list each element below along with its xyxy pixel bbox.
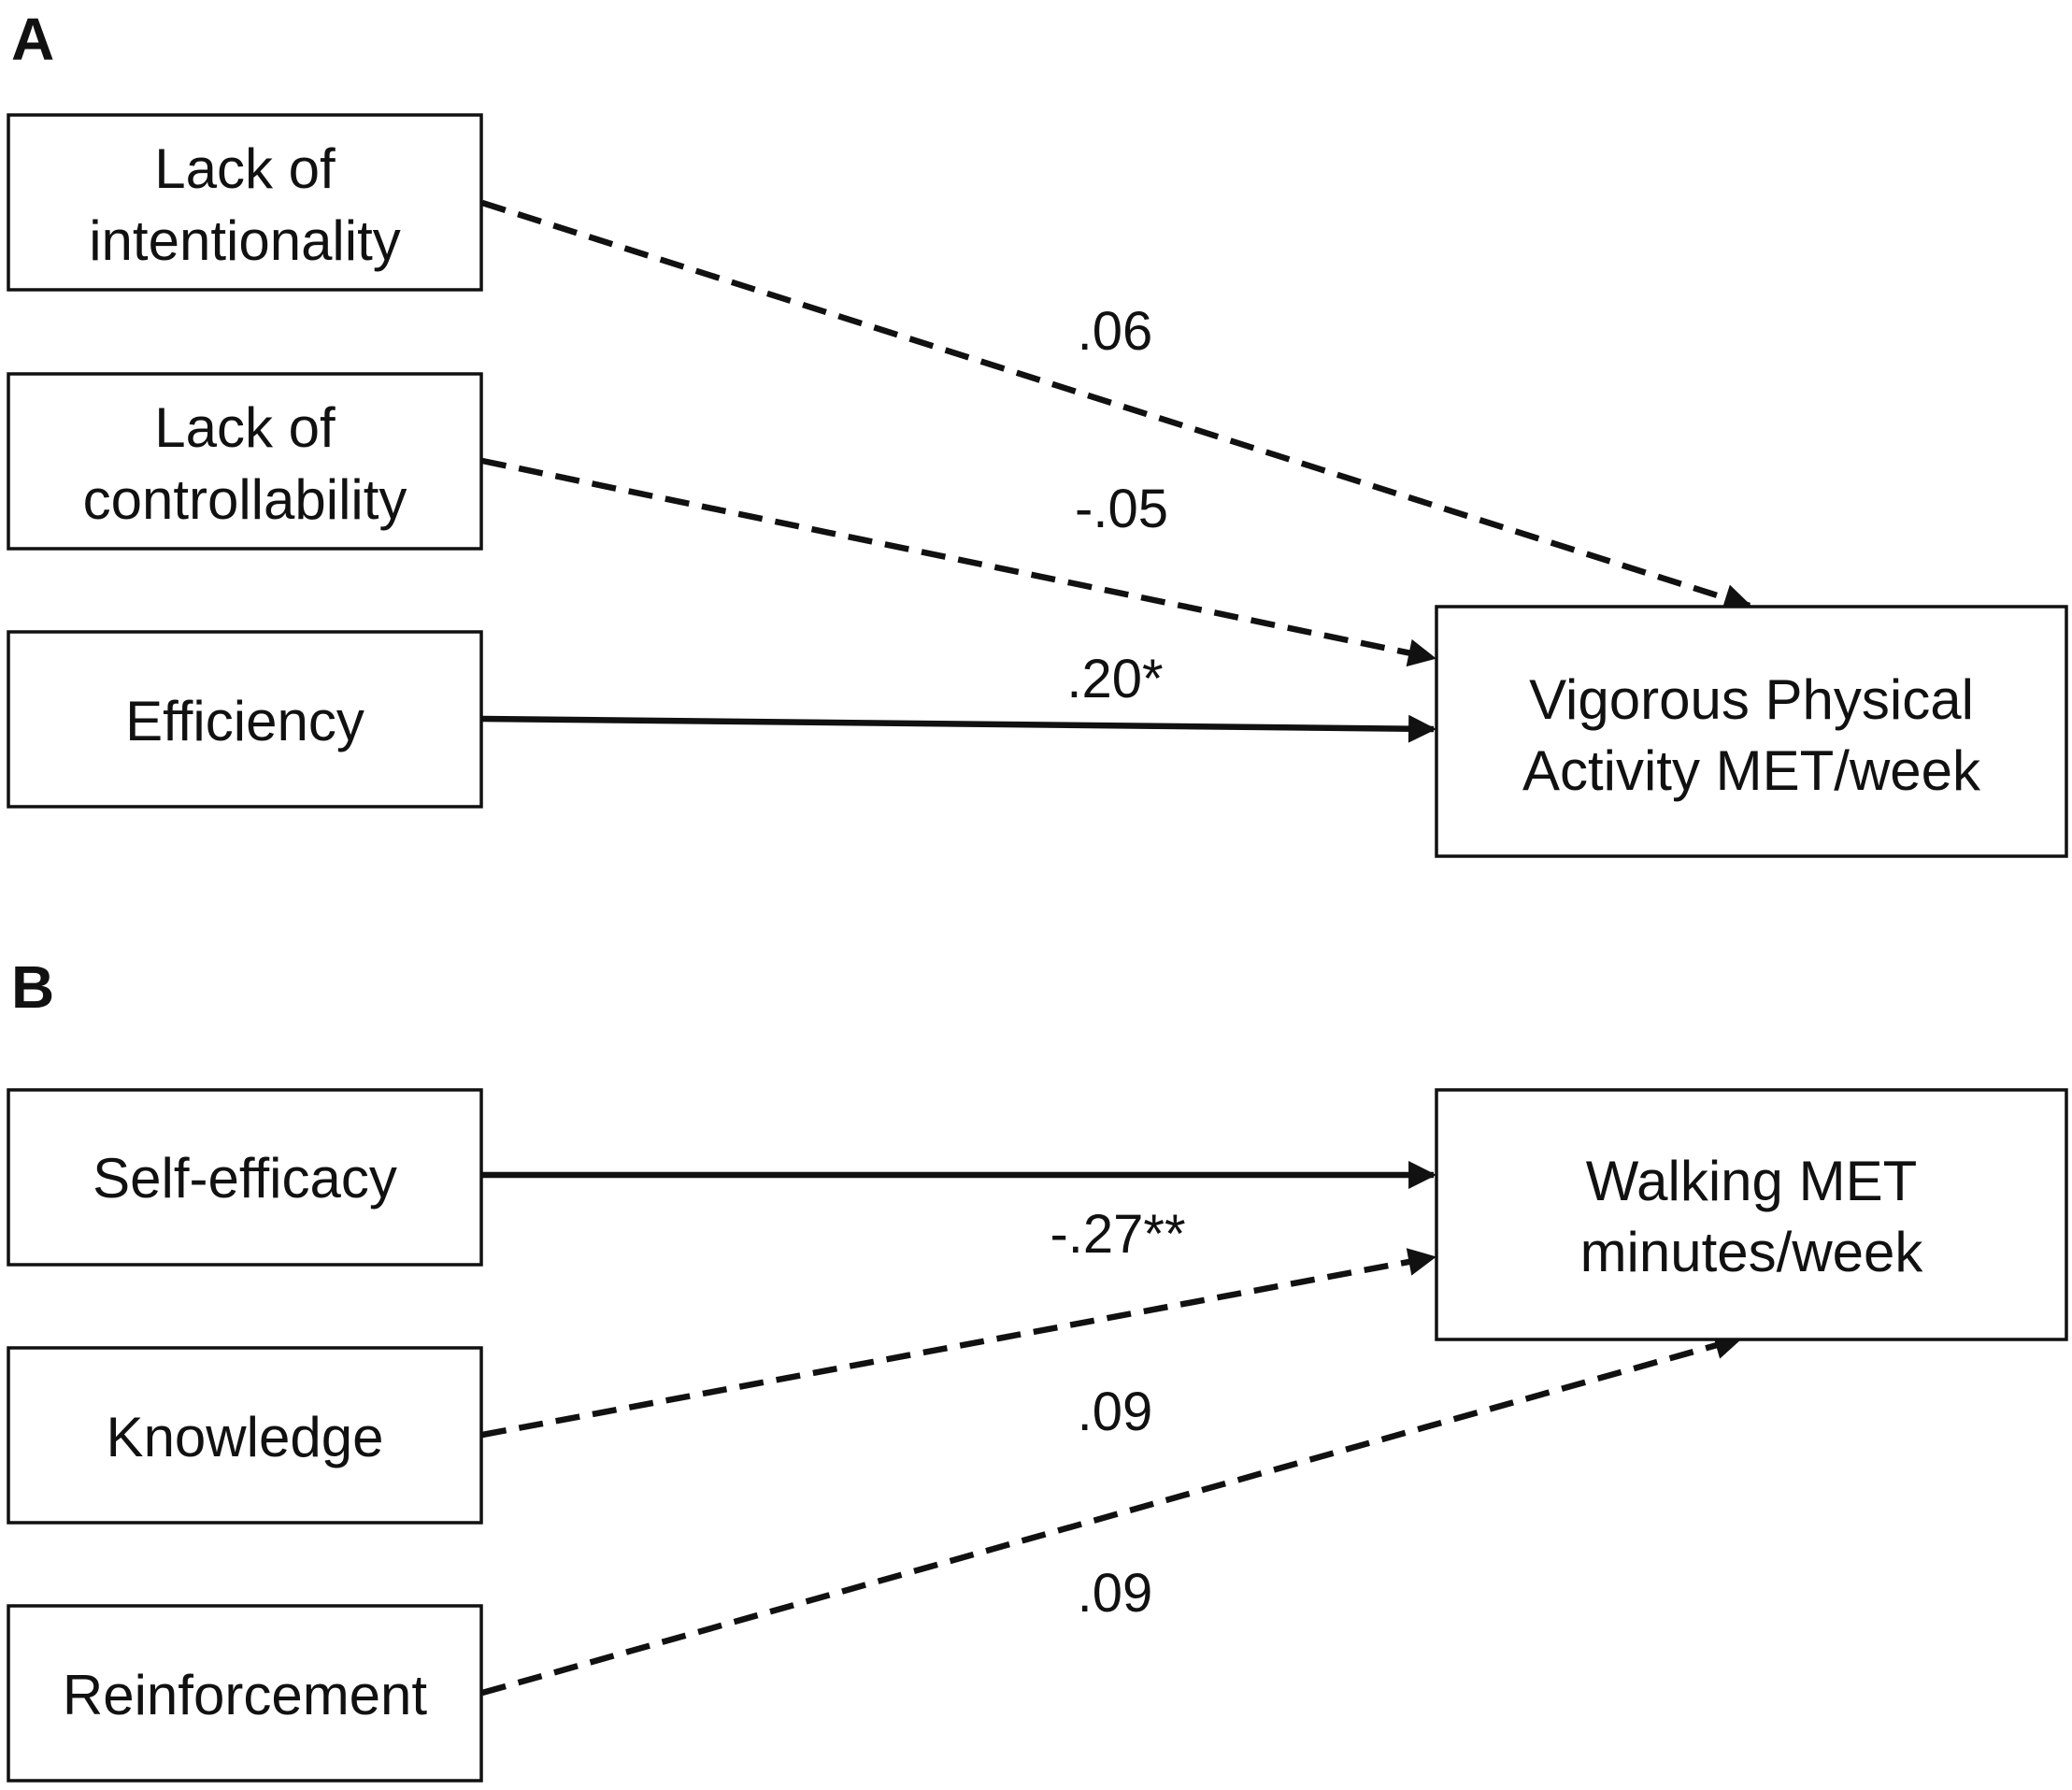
box-vigorous-physical-activity: Vigorous Physical Activity MET/week (1435, 605, 2068, 858)
box-reinforcement: Reinforcement (7, 1604, 483, 1783)
panel-b: B -.27** .09 .09 Self-efficacy Knowledge… (7, 953, 2068, 1783)
box-label-line: controllability (83, 468, 407, 531)
panel-a: A .06 -.05 .20* Lack of intentionality L… (7, 6, 2068, 858)
box-efficiency: Efficiency (7, 630, 483, 809)
box-walking-met: Walking MET minutes/week (1435, 1088, 2068, 1341)
box-label-line: Vigorous Physical (1529, 668, 1974, 731)
path-a-intentionality-to-vigorous (481, 199, 1752, 612)
panel-label-b: B (11, 953, 54, 1021)
box-label-line: Reinforcement (63, 1664, 428, 1726)
coefficient-b-reinforcement: .09 (1078, 1563, 1153, 1624)
box-label-line: minutes/week (1580, 1221, 1924, 1283)
box-lack-of-controllability: Lack of controllability (7, 372, 483, 551)
box-label-line: Walking MET (1586, 1150, 1918, 1212)
box-label-line: Activity MET/week (1522, 739, 1981, 802)
box-label-line: Lack of (154, 137, 336, 200)
box-label-line: Self-efficacy (93, 1147, 397, 1210)
coefficient-a-controllability: -.05 (1075, 479, 1168, 539)
box-label-line: Efficiency (125, 690, 364, 752)
path-b-knowledge-to-walking (481, 1248, 1436, 1439)
box-label-line: intentionality (89, 209, 401, 272)
box-lack-of-intentionality: Lack of intentionality (7, 113, 483, 292)
path-a-controllability-to-vigorous (481, 457, 1436, 667)
box-label-line: Lack of (154, 396, 336, 459)
coefficient-b-knowledge: .09 (1078, 1382, 1153, 1442)
path-b-reinforcement-to-walking (481, 1331, 1743, 1697)
box-label-line: Knowledge (107, 1406, 384, 1468)
box-self-efficacy: Self-efficacy (7, 1088, 483, 1267)
coefficient-b-self-efficacy: -.27** (1050, 1204, 1185, 1265)
box-knowledge: Knowledge (7, 1346, 483, 1525)
coefficient-a-intentionality: .06 (1078, 301, 1153, 362)
path-a-efficiency-to-vigorous (481, 714, 1436, 743)
panel-label-a: A (11, 6, 54, 73)
coefficient-a-efficiency: .20* (1066, 649, 1163, 709)
